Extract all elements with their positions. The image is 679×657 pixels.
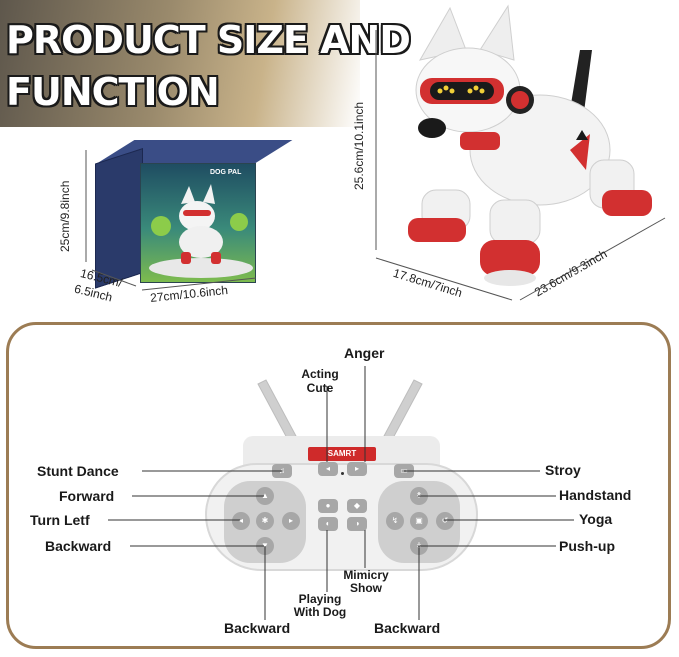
dimension-lines [85,30,666,301]
middle-button-2[interactable]: ◆ [347,499,367,513]
right-pad-left-button[interactable]: ↯ [386,512,404,530]
center-button[interactable]: ✱ [256,512,274,530]
banner-title-line2: FUNCTION [6,70,220,114]
label-backward-bottom-right: Backward [374,620,441,636]
label-backward-bottom-left: Backward [224,620,291,636]
label-stroy: Stroy [545,462,581,478]
label-backward-left: Backward [45,538,112,554]
controller-leader-lines [108,366,574,620]
right-pad-center-button[interactable]: ▣ [410,512,428,530]
acting-cute-button[interactable]: ◂ [318,462,338,476]
label-acting-cute-line2: Cute [306,381,334,395]
label-forward: Forward [59,488,115,504]
banner-background [0,0,360,127]
label-handstand: Handstand [559,487,632,503]
label-mimicry-show-line1: Mimicry [343,568,389,582]
label-mimicry-show-line2: Show [350,581,382,595]
robot-dog-image [408,4,652,286]
turn-left-button[interactable]: ◂ [232,512,250,530]
mimicry-show-button[interactable]: ◑ [347,517,367,531]
label-push-up: Push-up [559,538,615,554]
middle-button-1[interactable]: ● [318,499,338,513]
product-box-image [140,163,256,283]
dog-height-dimension: 25.6cm/10.1inch [352,101,366,190]
playing-with-dog-button[interactable]: ◐ [318,517,338,531]
turn-right-button[interactable]: ▸ [282,512,300,530]
label-anger: Anger [344,345,385,361]
label-turn-left: Turn Letf [30,512,90,528]
label-playing-with-dog-line1: Playing [298,592,342,606]
controller-led [341,472,344,475]
forward-button[interactable]: ▲ [256,487,274,505]
label-yoga: Yoga [579,511,613,527]
controller-brand-badge: SAMRT [308,447,376,461]
anger-button[interactable]: ▸ [347,462,367,476]
label-acting-cute-line1: Acting [301,367,339,381]
label-stunt-dance: Stunt Dance [37,463,119,479]
banner-title-line1: PRODUCT SIZE AND [6,18,411,62]
box-dog-illustration [149,184,253,278]
label-playing-with-dog-line2: With Dog [293,605,347,619]
box-brand-text: DOG PAL [210,169,242,176]
